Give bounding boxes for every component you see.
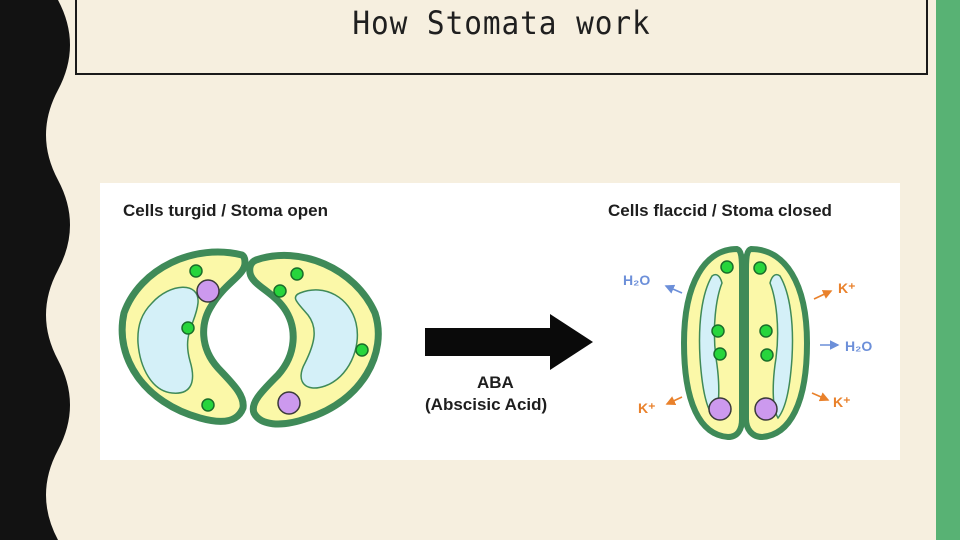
chloroplast — [711, 324, 725, 338]
nucleus — [277, 391, 301, 415]
guard-cell-closed-left — [681, 246, 745, 440]
water-label: H₂O — [845, 338, 873, 354]
chloroplast — [189, 264, 203, 278]
open-stoma-caption: Cells turgid / Stoma open — [123, 201, 328, 220]
page-title: How Stomata work — [352, 4, 651, 42]
potassium-out-arrow — [811, 392, 830, 402]
chloroplast — [720, 260, 734, 274]
chloroplast — [201, 398, 215, 412]
guard-cell-closed-right — [743, 246, 810, 440]
stomata-illustration — [118, 246, 840, 440]
wavy-border-decoration — [0, 0, 70, 540]
chloroplast — [355, 343, 369, 357]
abscisic-acid-label: (Abscisic Acid) — [425, 395, 548, 414]
nucleus — [754, 397, 778, 421]
potassium-out-arrow — [813, 290, 833, 300]
nucleus — [196, 279, 220, 303]
guard-cell-open-left — [118, 248, 249, 425]
stomata-diagram: Cells turgid / Stoma open Cells flaccid … — [100, 183, 900, 460]
chloroplast — [273, 284, 287, 298]
chloroplast — [713, 347, 727, 361]
chloroplast — [759, 324, 773, 338]
potassium-label: K⁺ — [838, 280, 856, 296]
accent-sidebar — [936, 0, 960, 540]
aba-label: ABA — [477, 373, 514, 392]
chloroplast — [181, 321, 195, 335]
potassium-label: K⁺ — [638, 400, 656, 416]
potassium-out-arrow — [665, 396, 683, 405]
title-box: How Stomata work — [75, 0, 928, 75]
aba-arrow — [425, 314, 593, 370]
chloroplast — [753, 261, 767, 275]
nucleus — [708, 397, 732, 421]
guard-cell-open-right — [246, 251, 382, 428]
potassium-label: K⁺ — [833, 394, 851, 410]
chloroplast — [760, 348, 774, 362]
water-label: H₂O — [623, 272, 651, 288]
water-out-arrow — [664, 284, 683, 294]
chloroplast — [290, 267, 304, 281]
closed-stoma-caption: Cells flaccid / Stoma closed — [608, 201, 832, 220]
